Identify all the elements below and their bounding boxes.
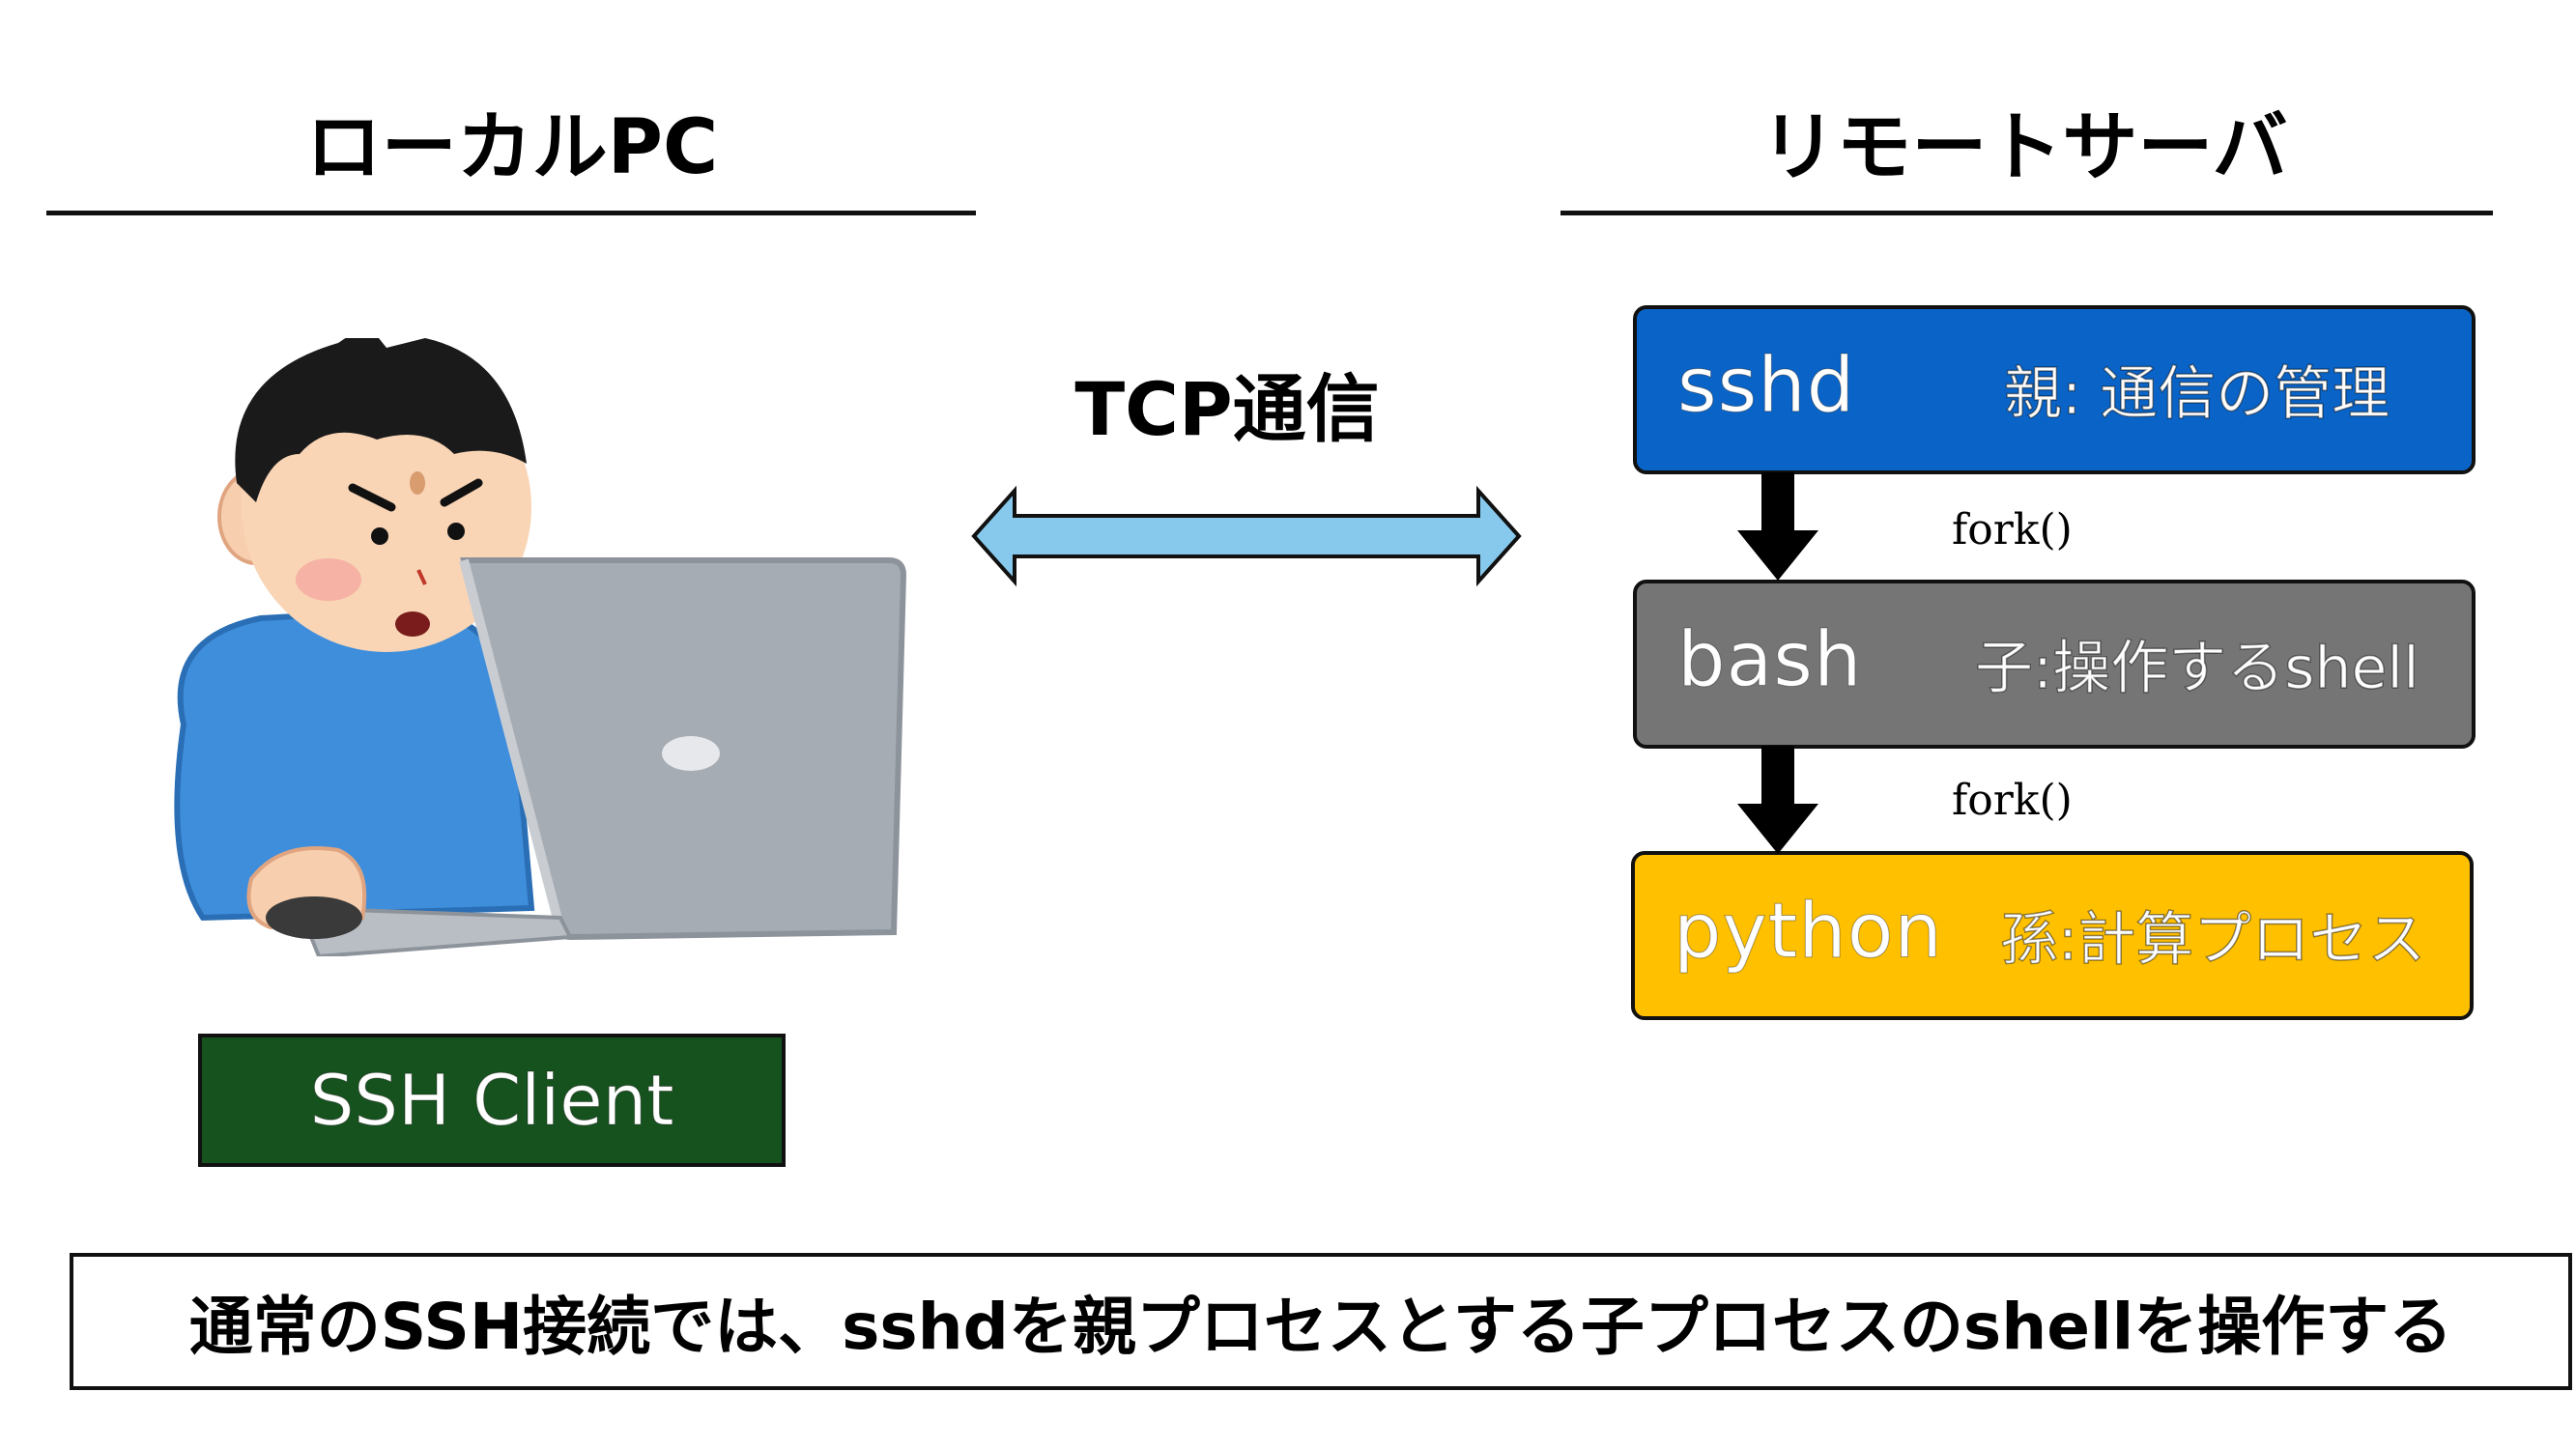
- process-sshd-role: 親: 通信の管理: [2003, 359, 2390, 429]
- fork-arrow-1: [1737, 472, 1818, 581]
- person-with-laptop-illustration: [174, 338, 907, 956]
- caption-text: 通常のSSH接続では、sshdを親プロセスとする子プロセスのshellを操作する: [188, 1290, 2453, 1364]
- ssh-client-label: SSH Client: [309, 1060, 674, 1142]
- tcp-double-arrow: [971, 485, 1522, 587]
- process-bash-role: 子:操作するshell: [1974, 634, 2419, 703]
- process-bash-name: bash: [1676, 616, 1863, 704]
- process-python-box: python 孫:計算プロセス: [1631, 851, 2474, 1020]
- process-python-role: 孫:計算プロセス: [1999, 905, 2426, 975]
- ssh-client-box: SSH Client: [198, 1034, 786, 1167]
- process-bash-box: bash 子:操作するshell: [1633, 580, 2476, 749]
- local-pc-heading: ローカルPC: [305, 104, 719, 191]
- local-pc-underline: [46, 211, 976, 215]
- tcp-double-arrow-shape: [971, 485, 1522, 587]
- process-python-name: python: [1674, 888, 1943, 976]
- remote-server-underline: [1560, 211, 2493, 215]
- process-sshd-box: sshd 親: 通信の管理: [1633, 305, 2476, 474]
- tcp-label: TCP通信: [1074, 366, 1380, 452]
- remote-server-heading: リモートサーバ: [1760, 104, 2288, 191]
- caption-box: 通常のSSH接続では、sshdを親プロセスとする子プロセスのshellを操作する: [70, 1253, 2572, 1390]
- fork-label-1: fork(): [1952, 505, 2073, 554]
- fork-arrow-2: [1737, 746, 1818, 854]
- process-sshd-name: sshd: [1676, 342, 1856, 430]
- fork-label-2: fork(): [1952, 776, 2073, 825]
